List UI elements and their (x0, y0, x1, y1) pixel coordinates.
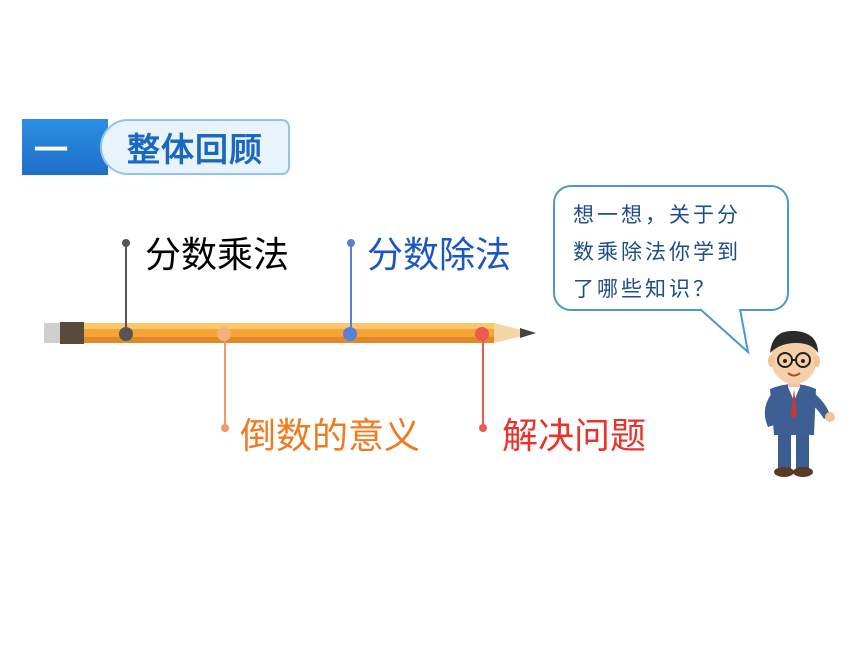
marker-stem-problem-solving (482, 336, 484, 426)
speech-bubble: 想一想，关于分 数乘除法你学到 了哪些知识？ (553, 185, 789, 311)
topic-problem-solving: 解决问题 (502, 416, 647, 457)
marker-dot-reciprocal (221, 424, 229, 432)
marker-dot-problem-solving (479, 424, 487, 432)
topic-division: 分数除法 (367, 235, 512, 276)
bubble-line-1: 想一想，关于分 (573, 203, 741, 227)
section-number: 一 (22, 119, 108, 175)
marker-dot-multiplication (122, 239, 130, 247)
marker-stem-division (350, 242, 352, 332)
topic-reciprocal: 倒数的意义 (240, 416, 421, 457)
marker-dot-division (347, 239, 355, 247)
marker-node-problem-solving (475, 327, 489, 341)
section-header: 一 整体回顾 (22, 119, 290, 175)
marker-stem-multiplication (125, 242, 127, 332)
marker-node-division (343, 327, 357, 341)
section-title: 整体回顾 (100, 119, 290, 175)
marker-node-reciprocal (217, 327, 231, 341)
pencil-icon (44, 322, 536, 344)
marker-node-multiplication (119, 327, 133, 341)
teacher-icon (764, 330, 835, 477)
bubble-line-3: 了哪些知识？ (573, 277, 717, 301)
marker-stem-reciprocal (224, 336, 226, 426)
bubble-line-2: 数乘除法你学到 (573, 240, 741, 264)
bubble-tail (700, 308, 750, 355)
topic-multiplication: 分数乘法 (145, 235, 290, 276)
